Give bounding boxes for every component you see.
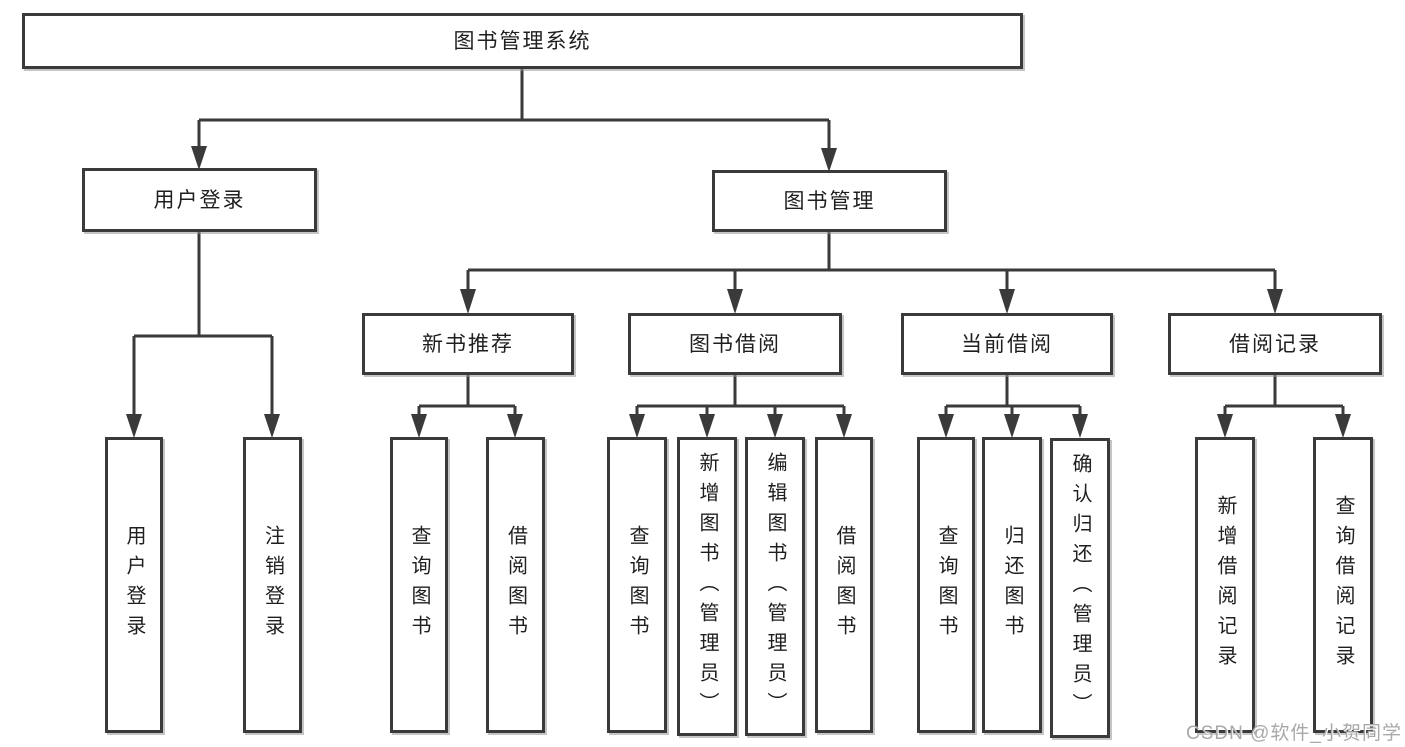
- node-user-login: 用户登录: [82, 168, 317, 232]
- leaf-add-borrow-record-label: 新增借阅记录: [1214, 495, 1236, 675]
- node-book-management: 图书管理: [712, 170, 947, 232]
- leaf-return-books-label: 归还图书: [1001, 525, 1023, 645]
- leaf-add-books-admin: 新增图书（管理员）: [677, 437, 737, 736]
- node-book-management-label: 图书管理: [783, 189, 876, 213]
- arrowheads: [126, 146, 1351, 438]
- leaf-query-borrow-record: 查询借阅记录: [1313, 437, 1373, 733]
- leaf-query-books-recommend-label: 查询图书: [408, 525, 430, 645]
- node-book-borrowing-label: 图书借阅: [689, 332, 781, 356]
- node-book-borrowing: 图书借阅: [628, 313, 842, 375]
- leaf-query-books-borrowing-label: 查询图书: [626, 525, 648, 645]
- leaf-logout-login-label: 注销登录: [261, 525, 284, 645]
- node-borrowing-records-label: 借阅记录: [1229, 332, 1321, 356]
- node-library-system-label: 图书管理系统: [453, 29, 592, 53]
- leaf-query-books-current: 查询图书: [917, 437, 975, 733]
- leaf-query-borrow-record-label: 查询借阅记录: [1332, 495, 1354, 675]
- leaf-borrow-books-recommend: 借阅图书: [486, 437, 545, 733]
- leaf-edit-books-admin-label: 编辑图书（管理员）: [764, 451, 786, 722]
- leaf-confirm-return-admin: 确认归还（管理员）: [1050, 438, 1110, 738]
- leaf-borrow-books-borrowing: 借阅图书: [815, 437, 873, 733]
- node-library-system: 图书管理系统: [22, 13, 1023, 69]
- node-borrowing-records: 借阅记录: [1168, 313, 1382, 375]
- leaf-edit-books-admin: 编辑图书（管理员）: [745, 437, 805, 736]
- csdn-watermark: CSDN @软件_小贺同学: [1186, 723, 1402, 744]
- node-current-borrowing-label: 当前借阅: [961, 332, 1053, 356]
- node-new-book-recommend-label: 新书推荐: [422, 332, 514, 356]
- leaf-user-login-label: 用户登录: [123, 525, 145, 645]
- leaf-return-books: 归还图书: [982, 437, 1042, 733]
- node-current-borrowing: 当前借阅: [901, 313, 1113, 375]
- leaf-query-books-current-label: 查询图书: [935, 525, 957, 645]
- node-new-book-recommend: 新书推荐: [362, 313, 574, 375]
- leaf-query-books-recommend: 查询图书: [390, 437, 448, 733]
- leaf-add-books-admin-label: 新增图书（管理员）: [696, 451, 718, 722]
- leaf-borrow-books-borrowing-label: 借阅图书: [833, 525, 855, 645]
- leaf-borrow-books-recommend-label: 借阅图书: [504, 525, 527, 645]
- leaf-add-borrow-record: 新增借阅记录: [1195, 437, 1255, 733]
- leaf-logout-login: 注销登录: [243, 437, 302, 733]
- node-user-login-label: 用户登录: [153, 188, 246, 212]
- leaf-confirm-return-admin-label: 确认归还（管理员）: [1069, 453, 1091, 723]
- leaf-query-books-borrowing: 查询图书: [607, 437, 667, 733]
- leaf-user-login: 用户登录: [105, 437, 163, 733]
